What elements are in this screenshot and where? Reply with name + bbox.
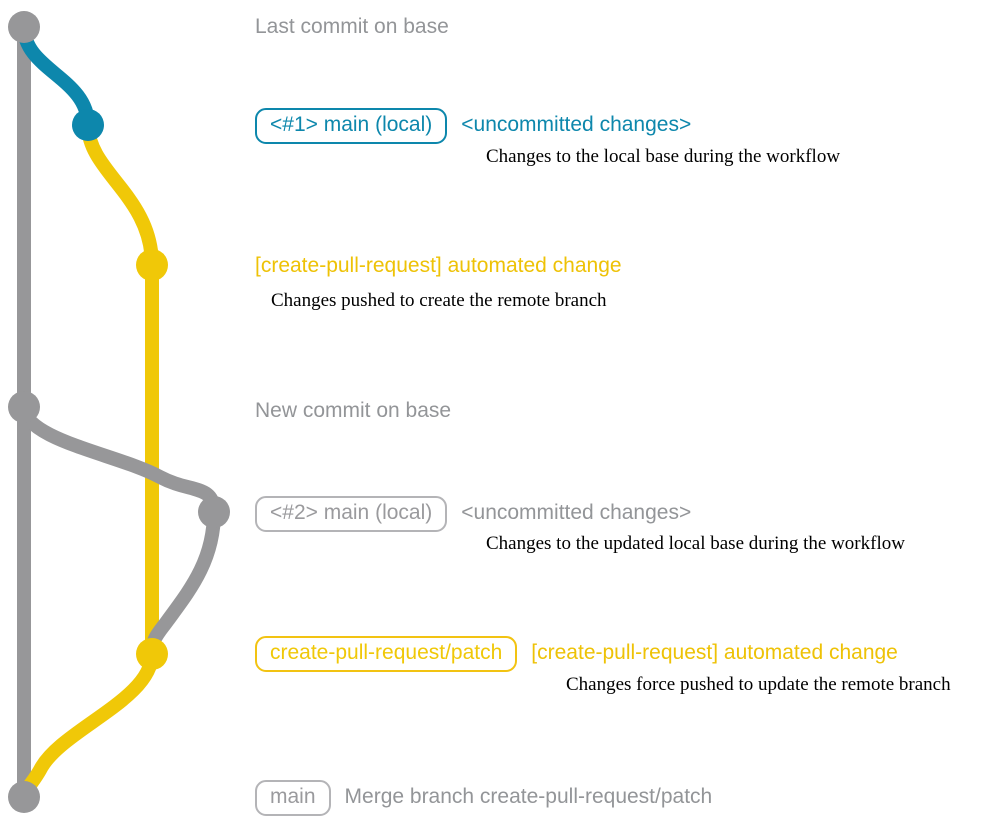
edge-teal-to-patch1 bbox=[81, 118, 159, 272]
ref-pill-main[interactable]: main bbox=[255, 780, 331, 817]
row-subtext-automated-change-1: Changes pushed to create the remote bran… bbox=[271, 290, 607, 311]
row-subtext-local-main-1: Changes to the local base during the wor… bbox=[486, 146, 841, 167]
row-headline: Last commit on base bbox=[255, 15, 449, 38]
node-local-main-1[interactable] bbox=[72, 109, 104, 141]
edge-localmain2-to-patch2 bbox=[145, 505, 221, 661]
row-headline: [create-pull-request] automated change bbox=[531, 641, 898, 664]
row-merge-commit: main Merge branch create-pull-request/pa… bbox=[255, 780, 713, 817]
ref-pill-local-main-1[interactable]: <#1> main (local) bbox=[255, 108, 448, 145]
row-headline: <uncommitted changes> bbox=[461, 113, 692, 136]
node-patch-2[interactable] bbox=[136, 638, 168, 670]
node-merge[interactable] bbox=[8, 781, 40, 813]
ref-pill-local-main-2[interactable]: <#2> main (local) bbox=[255, 496, 448, 533]
node-local-main-2[interactable] bbox=[198, 496, 230, 528]
edge-patch2-to-merge bbox=[17, 647, 159, 804]
row-local-main-2: <#2> main (local) <uncommitted changes> bbox=[255, 496, 692, 533]
row-last-commit-on-base: Last commit on base bbox=[255, 15, 449, 39]
row-automated-change-1: [create-pull-request] automated change bbox=[255, 254, 622, 278]
row-new-commit-on-base: New commit on base bbox=[255, 399, 451, 423]
edge-base-to-teal-branchpoint bbox=[17, 20, 95, 132]
row-headline: New commit on base bbox=[255, 399, 452, 422]
row-headline: <uncommitted changes> bbox=[461, 501, 692, 524]
node-patch-1[interactable] bbox=[136, 249, 168, 281]
row-headline: [create-pull-request] automated change bbox=[255, 254, 622, 277]
row-headline: Merge branch create-pull-request/patch bbox=[344, 785, 713, 808]
row-subtext-automated-change-2: Changes force pushed to update the remot… bbox=[566, 674, 951, 695]
ref-pill-create-pull-request-patch[interactable]: create-pull-request/patch bbox=[255, 636, 518, 673]
row-local-main-1: <#1> main (local) <uncommitted changes> bbox=[255, 108, 692, 145]
edge-basenew-to-localmain2 bbox=[17, 400, 221, 519]
node-base-new[interactable] bbox=[8, 391, 40, 423]
row-automated-change-2: create-pull-request/patch [create-pull-r… bbox=[255, 636, 898, 673]
node-base-last[interactable] bbox=[8, 11, 40, 43]
row-subtext-local-main-2: Changes to the updated local base during… bbox=[486, 533, 905, 554]
